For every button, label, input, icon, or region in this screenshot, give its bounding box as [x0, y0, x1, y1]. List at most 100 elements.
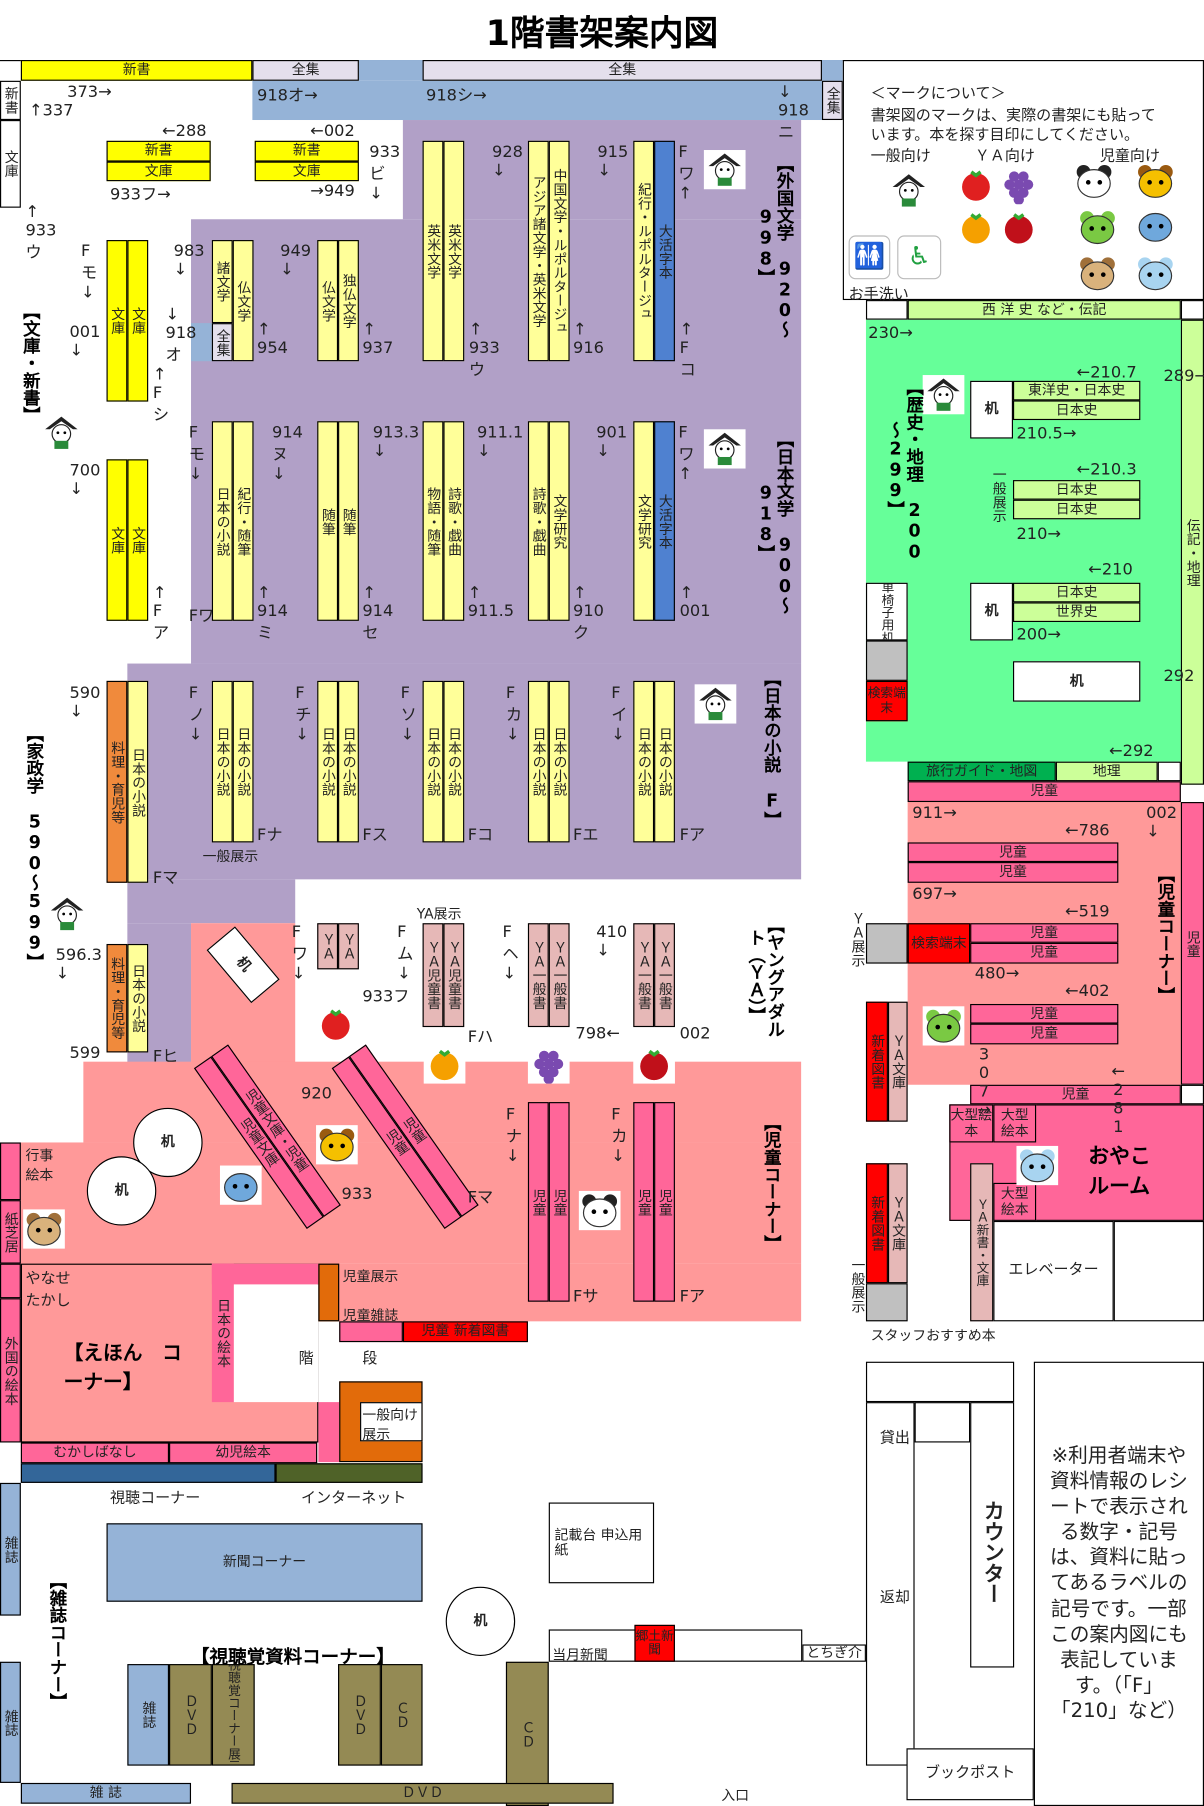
- call-number-label: Fヘ ↓: [502, 923, 519, 984]
- section-header: 【文庫・新書】: [20, 302, 41, 424]
- call-number-label: 700 ↓: [69, 461, 101, 499]
- call-number-label: Fヒ: [152, 1047, 179, 1067]
- call-number-label: ↓ 918オ: [165, 305, 197, 365]
- call-number-label: ←002: [310, 122, 355, 141]
- shelf-toddler: 幼児絵本: [169, 1442, 318, 1464]
- counter: [970, 1402, 1015, 1668]
- shelf-biography-geography: 伝記・地理: [1180, 319, 1204, 785]
- restroom-label: お手洗い: [848, 286, 909, 304]
- form-desk: 記載台 申込用紙: [548, 1502, 655, 1584]
- counter-side: [865, 1402, 915, 1766]
- call-number-label: ←288: [162, 122, 207, 141]
- shelf: 文庫: [127, 459, 149, 621]
- call-number-label: ↑ Fコ: [679, 320, 696, 380]
- magazine-shelf: 雑誌: [0, 1661, 21, 1783]
- legend-children: 児童向け: [1099, 147, 1161, 166]
- orange-icon: [955, 207, 997, 247]
- shelf: アジア諸文学・英米文学: [527, 140, 549, 362]
- av-corner-header: 【視聴覚資料コーナー】: [191, 1645, 395, 1668]
- shelf: 日本の小説: [527, 680, 549, 843]
- picturebook-corner-header: 【えほん コーナー】: [63, 1342, 182, 1395]
- legend-line1: 書架図のマークは、実際の書架にも貼って: [870, 107, 1156, 125]
- shelf: ＹＡ一般書: [548, 923, 570, 1028]
- fiction-area: [191, 219, 802, 664]
- shelf-kids: 児童: [970, 942, 1119, 964]
- panda-icon: [578, 1190, 621, 1231]
- shelf: 日本の小説: [548, 680, 570, 843]
- shelf: 独仏文学: [338, 240, 359, 362]
- mascot-general-icon: [922, 375, 965, 415]
- elephant-icon: [1016, 1145, 1059, 1186]
- shelf-kids: 児童: [970, 1003, 1119, 1024]
- mascot-general-icon: [703, 150, 746, 190]
- shelf: 料理・育児等: [106, 680, 128, 883]
- shelf: 世界史: [1012, 602, 1141, 623]
- shelf: 日本の小説: [211, 680, 233, 843]
- cell: [1180, 1084, 1204, 1105]
- tochigi-shelf: とちぎ介: [802, 1644, 866, 1662]
- call-number-label: Fモ ↓: [188, 423, 205, 484]
- shelf: 大活字本: [654, 421, 675, 621]
- shelf-folktales: むかしばなし: [20, 1442, 170, 1464]
- shelf: ＹＡ: [338, 923, 359, 970]
- monkey-icon: [23, 1209, 65, 1249]
- shelf: 日本史: [1012, 480, 1141, 500]
- call-number-label: Fム ↓: [397, 923, 414, 984]
- call-number-label: ↑ Fア: [152, 583, 170, 643]
- page-title: 1階書架案内図: [485, 13, 719, 55]
- event-picturebooks-label: 行事絵本: [25, 1147, 54, 1183]
- shelf: ＹＡ: [317, 923, 339, 970]
- call-number-label: 596.3 ↓: [55, 946, 102, 984]
- call-number-label: 920: [301, 1084, 332, 1104]
- call-number-label: 697→: [912, 885, 957, 904]
- shelf-kids: 児童: [970, 923, 1119, 943]
- apple-icon: [997, 207, 1040, 247]
- grey-shelf: [865, 640, 908, 681]
- call-number-label: ↑ 933ウ: [25, 203, 57, 262]
- elevator-hall: [1113, 1220, 1204, 1322]
- elevator: エレベーター: [993, 1220, 1114, 1322]
- call-number-label: Fハ: [467, 1028, 494, 1047]
- shelf-kids: 児童: [907, 781, 1181, 803]
- shelf: 児童: [527, 1102, 549, 1302]
- shelf: 大活字本: [654, 140, 675, 362]
- shelf: 文庫: [106, 459, 128, 621]
- mascot-general-icon: [40, 413, 83, 453]
- search-terminal: 検索端末: [865, 680, 908, 722]
- shelf-kids: 児童: [970, 1023, 1119, 1045]
- call-number-label: 911→: [912, 804, 957, 823]
- shelf: 仏文学: [232, 240, 254, 362]
- call-number-label: Fマ: [467, 1188, 494, 1208]
- shelf: 日本史: [1012, 499, 1141, 520]
- penguin-icon: [1134, 205, 1177, 245]
- ya-display-shelf: [865, 923, 908, 964]
- shelf: ＹＡ児童書: [443, 923, 465, 1028]
- general-display-label: 一般展示: [202, 848, 259, 865]
- call-number-label: 292: [1163, 667, 1195, 686]
- call-number-label: 200→: [1016, 625, 1061, 644]
- shelf-bunko: 文庫: [254, 161, 359, 182]
- call-number-label: ↑ 916: [573, 320, 605, 358]
- call-number-label: Fナ ↓: [505, 1105, 523, 1166]
- lion-icon: [316, 1125, 358, 1165]
- desk: 机: [1012, 661, 1141, 702]
- shelf: 外国の絵本: [0, 1298, 21, 1443]
- counter: [914, 1402, 971, 1443]
- kids-magazine-label: 児童雑誌: [342, 1307, 399, 1324]
- shelf: [211, 1263, 319, 1285]
- call-number-label: Fモ ↓: [81, 242, 98, 303]
- call-number-label: ←281: [1109, 1062, 1128, 1137]
- call-number-label: 480→: [974, 964, 1020, 984]
- cell: [1157, 761, 1181, 782]
- call-number-label: ↑ 933ウ: [468, 320, 500, 380]
- magazine-shelf-bottom: 雑 誌: [20, 1782, 192, 1804]
- call-number-label: 307→: [974, 1045, 994, 1120]
- shelf: 日本の小説: [127, 943, 149, 1053]
- round-table: 机: [86, 1156, 157, 1226]
- general-display-label: 一般展示: [849, 1257, 866, 1314]
- shelf: 日本の小説: [211, 421, 233, 621]
- stairs-label-1: 階: [298, 1350, 314, 1368]
- return-label: 返却: [879, 1589, 910, 1607]
- mascot-general-icon: [887, 170, 930, 211]
- call-number-label: ↑ 914セ: [362, 583, 394, 643]
